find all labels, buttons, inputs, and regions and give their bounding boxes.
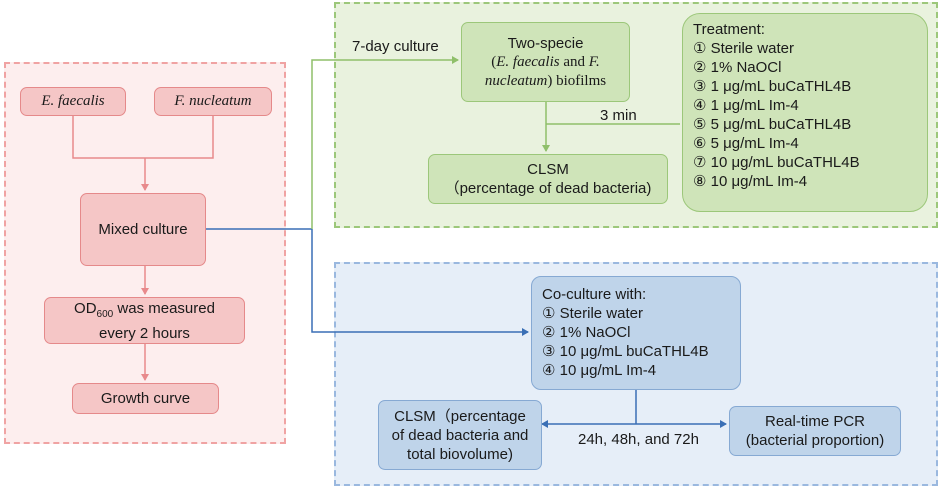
timepoints-label: 24h, 48h, and 72h xyxy=(578,431,699,448)
treatment-item: ⑤ 5 μg/mL buCaTHL4B xyxy=(693,116,852,133)
exposure-time-label: 3 min xyxy=(600,107,637,124)
coculture-item: ① Sterile water xyxy=(542,305,643,322)
treatment-title: Treatment: xyxy=(693,21,765,38)
treatment-box: Treatment: ① Sterile water ② 1% NaOCl ③ … xyxy=(682,13,928,212)
blue-connectors xyxy=(541,390,727,428)
coculture-item: ④ 10 μg/mL Im-4 xyxy=(542,362,657,379)
species-b-box: F. nucleatum xyxy=(154,87,272,116)
bottom-clsm-line2: of dead bacteria and xyxy=(391,426,529,444)
coculture-title: Co-culture with: xyxy=(542,286,647,303)
mixed-culture-box: Mixed culture xyxy=(80,193,206,266)
pcr-line1: Real-time PCR xyxy=(764,413,866,430)
biofilm-box: Two-specie (E. faecalis and F. nucleatum… xyxy=(461,22,630,102)
mixed-culture-label: Mixed culture xyxy=(98,221,188,238)
species-b-label: F. nucleatum xyxy=(174,93,252,109)
bottom-clsm-line3: total biovolume) xyxy=(407,445,513,463)
biofilm-title: Two-specie xyxy=(507,34,584,52)
bottom-clsm-line1: CLSM（percentage xyxy=(394,407,526,425)
growth-curve-box: Growth curve xyxy=(72,383,219,414)
coculture-box: Co-culture with: ① Sterile water ② 1% Na… xyxy=(531,276,741,390)
treatment-item: ③ 1 μg/mL buCaTHL4B xyxy=(693,78,852,95)
top-clsm-detail: （percentage of dead bacteria) xyxy=(444,180,652,197)
biofilm-species-line2: nucleatum) biofilms xyxy=(484,72,607,89)
coculture-item: ② 1% NaOCl xyxy=(542,324,631,341)
species-a-box: E. faecalis xyxy=(20,87,126,116)
growth-curve-label: Growth curve xyxy=(100,390,191,407)
treatment-item: ⑧ 10 μg/mL Im-4 xyxy=(693,173,808,190)
bottom-clsm-box: CLSM（percentage of dead bacteria and tot… xyxy=(378,400,542,470)
species-a-label: E. faecalis xyxy=(41,93,105,109)
top-clsm-box: CLSM （percentage of dead bacteria) xyxy=(428,154,668,204)
biofilm-species-line1: (E. faecalis and F. xyxy=(491,53,600,70)
treatment-item: ⑥ 5 μg/mL Im-4 xyxy=(693,135,799,152)
pcr-box: Real-time PCR (bacterial proportion) xyxy=(729,406,901,456)
green-branch-to-biofilm xyxy=(311,56,459,229)
treatment-item: ① Sterile water xyxy=(693,40,794,57)
treatment-item: ② 1% NaOCl xyxy=(693,59,782,76)
top-clsm-title: CLSM xyxy=(527,161,569,178)
coculture-item: ③ 10 μg/mL buCaTHL4B xyxy=(542,343,709,360)
pink-connectors xyxy=(72,116,214,381)
culture-duration-label: 7-day culture xyxy=(352,38,439,55)
treatment-item: ⑦ 10 μg/mL buCaTHL4B xyxy=(693,154,860,171)
od-measure-box: OD600 was measured every 2 hours xyxy=(44,297,245,344)
species-merge-line xyxy=(72,116,214,159)
pcr-line2: (bacterial proportion) xyxy=(745,432,885,449)
od-measure-line2: every 2 hours xyxy=(99,324,190,342)
green-connectors xyxy=(542,102,680,152)
od-measure-line1: OD600 was measured xyxy=(74,299,215,320)
treatment-item: ④ 1 μg/mL Im-4 xyxy=(693,97,799,114)
blue-branch-to-coculture xyxy=(311,229,529,336)
